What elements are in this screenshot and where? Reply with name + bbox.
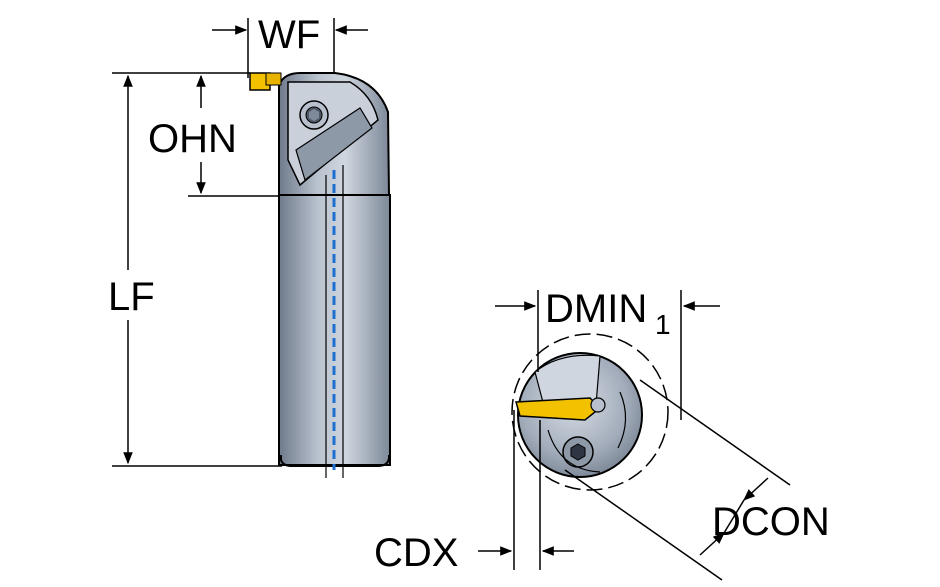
label-dmin: DMIN (545, 287, 647, 331)
label-dmin-subscript: 1 (655, 309, 671, 340)
end-insert-icon (515, 397, 606, 421)
side-view-dimensions (112, 18, 368, 467)
label-lf: LF (108, 275, 155, 319)
label-ohn: OHN (148, 117, 237, 161)
clamp-screw-icon (299, 100, 329, 130)
cutting-insert-icon (249, 72, 282, 91)
rotation-outline (511, 333, 669, 491)
end-view-dimensions (478, 290, 791, 581)
label-cdx: CDX (374, 531, 458, 575)
label-wf: WF (258, 13, 320, 57)
end-screw-icon (562, 436, 594, 468)
side-view-tool (249, 72, 391, 478)
end-view-tool (511, 333, 669, 491)
coolant-channel (325, 165, 344, 478)
label-dcon: DCON (712, 500, 830, 544)
